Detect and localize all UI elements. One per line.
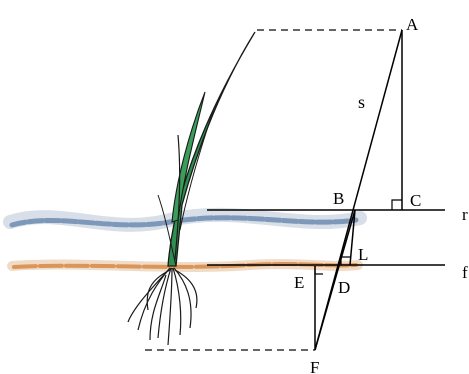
plant-roots — [127, 267, 198, 346]
label-A: A — [406, 15, 419, 34]
label-B: B — [333, 189, 344, 208]
label-s: s — [358, 92, 365, 112]
water-band-line — [9, 215, 359, 228]
plant-leaves — [157, 31, 256, 267]
line-F-B — [314, 209, 356, 351]
label-D: D — [338, 278, 350, 297]
right-angle-E — [314, 266, 323, 275]
label-E: E — [294, 273, 304, 292]
right-angle-L — [340, 256, 351, 265]
right-angle-C — [391, 199, 402, 210]
label-C: C — [410, 191, 421, 210]
right-angle-markers — [314, 199, 402, 275]
plant-stem-edge — [157, 194, 177, 267]
plant-second-leaf — [171, 91, 206, 223]
line-B-L — [349, 209, 356, 266]
label-upper-line: r — [462, 205, 468, 224]
label-F: F — [310, 358, 319, 374]
label-L: L — [358, 245, 368, 264]
plant-third-leaf — [174, 134, 181, 261]
plant-main-leaf — [167, 31, 256, 267]
water-band — [3, 207, 367, 232]
geometry-lines — [314, 29, 403, 351]
plant-leaf-vein — [179, 107, 215, 231]
label-lower-line: f — [462, 263, 468, 282]
